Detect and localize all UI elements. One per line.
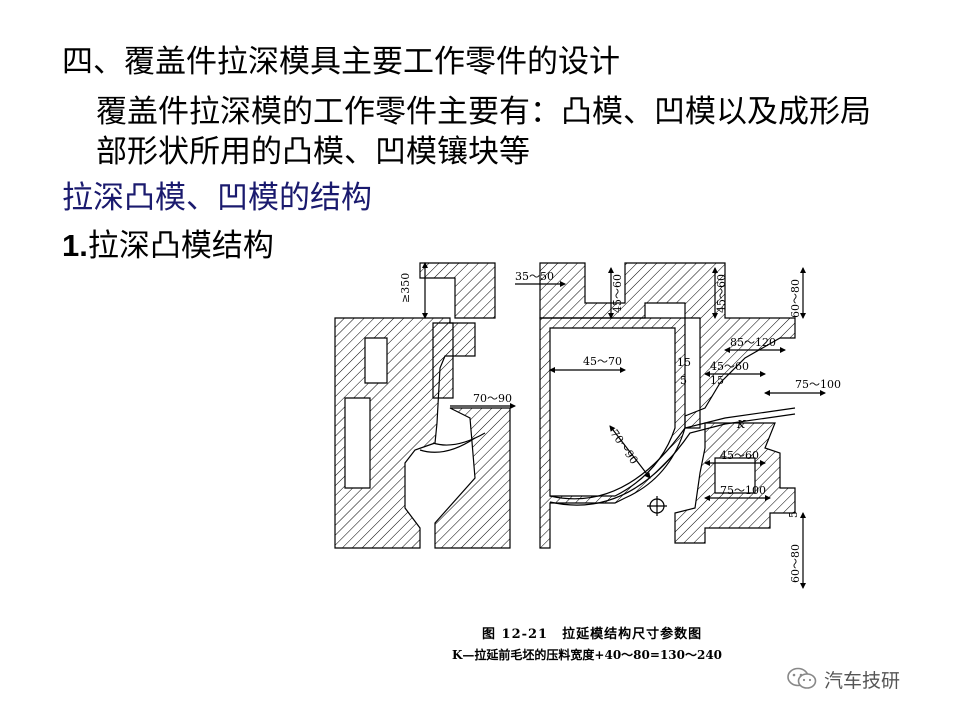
dim-60-80-a: 60～80 — [789, 279, 802, 318]
figure-caption: 图 12-21 拉延模结构尺寸参数图 — [482, 627, 703, 642]
watermark-text: 汽车技研 — [824, 669, 901, 692]
dim-15-b: 15 — [710, 374, 724, 387]
dim-45-60-b: 45～60 — [715, 274, 728, 313]
dim-45-70: 45～70 — [583, 355, 622, 368]
dim-35-50: 35～50 — [515, 270, 554, 283]
right-upper-die — [539, 262, 796, 429]
dim-45-60-d: 45～60 — [720, 449, 759, 462]
section-title: 1.拉深凸模结构 — [62, 220, 274, 265]
dim-45-60-a: 45～60 — [611, 274, 624, 313]
left-punch — [434, 407, 511, 549]
section-number: 1. — [62, 228, 88, 263]
intro-line-2: 部形状所用的凸模、凹模镶块等 — [96, 134, 530, 170]
dim-5-a: 5 — [680, 374, 687, 387]
figure-note: K—拉延前毛坯的压料宽度+40～80=130～240 — [452, 648, 723, 662]
dim-75-100-b: 75～100 — [720, 484, 766, 497]
die-structure-drawing: ≥350 35～50 45～60 45～60 60～80 45～70 15 85… — [334, 262, 841, 589]
dim-15-a: 15 — [677, 356, 691, 369]
dim-75-100-a: 75～100 — [795, 378, 841, 391]
wechat-icon — [787, 667, 817, 689]
dim-85-120: 85～120 — [730, 336, 776, 349]
watermark: 汽车技研 — [786, 664, 900, 694]
dim-60-80-b: 60～80 — [789, 544, 802, 583]
dim-70-90-a: 70～90 — [473, 392, 512, 405]
left-insert — [432, 322, 454, 399]
intro-line-1: 覆盖件拉深模的工作零件主要有：凸模、凹模以及成形局 — [96, 94, 871, 130]
subheading: 拉深凸模、凹模的结构 — [62, 180, 372, 216]
dim-350: ≥350 — [399, 273, 412, 303]
dim-K: K — [736, 418, 746, 431]
slide-heading: 四、覆盖件拉深模具主要工作零件的设计 — [62, 44, 620, 80]
dim-45-60-c: 45～60 — [710, 360, 749, 373]
left-upper-block — [419, 262, 496, 319]
dim-5-b: 5 — [787, 511, 800, 518]
section-title-text: 拉深凸模结构 — [87, 228, 274, 264]
